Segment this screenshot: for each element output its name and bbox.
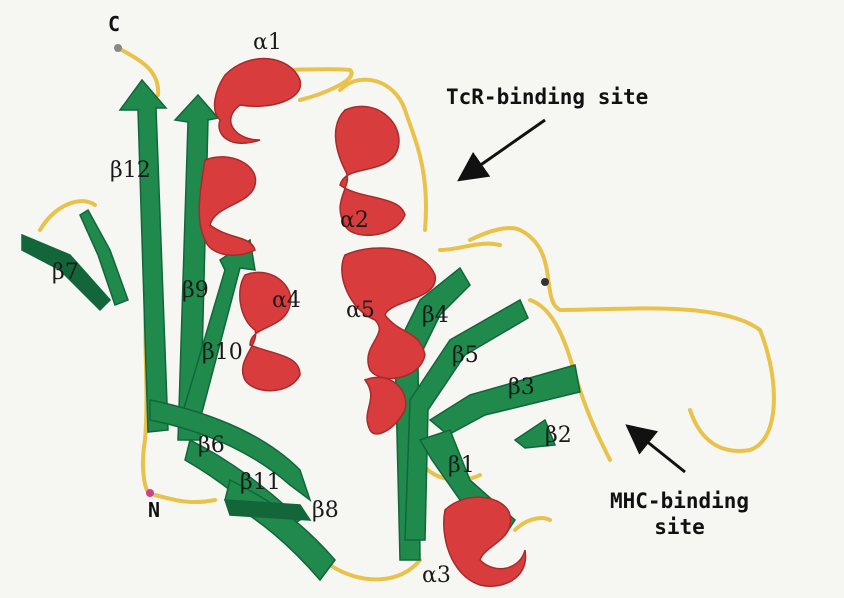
loop-top-right <box>470 228 520 240</box>
disulfide-marker <box>541 278 549 286</box>
strand-label-b6: β6 <box>198 435 225 457</box>
strand-label-b3: β3 <box>508 377 535 399</box>
c-terminus-label: C <box>108 14 120 34</box>
strand-label-b9: β9 <box>182 280 209 302</box>
strand-label-b8: β8 <box>312 500 339 522</box>
strand-label-b1: β1 <box>448 455 475 477</box>
strand-label-b10: β10 <box>202 342 243 364</box>
mhc-binding-line2: site <box>610 514 749 540</box>
tcr-binding-site-label: TcR-binding site <box>446 84 648 110</box>
strand-label-b5: β5 <box>452 345 479 367</box>
helix-a1 <box>215 59 301 144</box>
loop-a3 <box>515 518 550 530</box>
strand-label-b7: β7 <box>52 262 79 284</box>
strand-label-b4: β4 <box>422 305 449 327</box>
n-terminus-label: N <box>148 500 160 520</box>
mhc-binding-line1: MHC-binding <box>610 488 749 514</box>
c-terminus-marker <box>114 44 122 52</box>
loop-mid-right <box>440 244 500 250</box>
mhc-binding-site-label: MHC-binding site <box>610 488 749 541</box>
loop-n <box>155 495 215 502</box>
mhc-site-arrow <box>630 428 685 472</box>
helix-label-a1: α1 <box>253 32 282 54</box>
n-terminus-marker <box>146 489 154 497</box>
strand-label-b12: β12 <box>110 160 151 182</box>
helix-label-a2: α2 <box>340 210 369 232</box>
helix-a3 <box>444 497 526 586</box>
helix-label-a5: α5 <box>346 300 375 322</box>
strand-b8 <box>225 480 335 580</box>
tcr-site-arrow <box>462 120 545 178</box>
loop-bottom <box>330 560 420 579</box>
loop-right-big <box>520 230 774 451</box>
strand-b12 <box>120 80 168 432</box>
helix-label-a3: α3 <box>422 565 451 587</box>
strand-label-b11: β11 <box>240 472 281 494</box>
helix-label-a4: α4 <box>272 290 301 312</box>
helix-a1-lower <box>199 157 255 255</box>
strand-label-b2: β2 <box>545 425 572 447</box>
strand-bottom-left <box>225 500 310 520</box>
